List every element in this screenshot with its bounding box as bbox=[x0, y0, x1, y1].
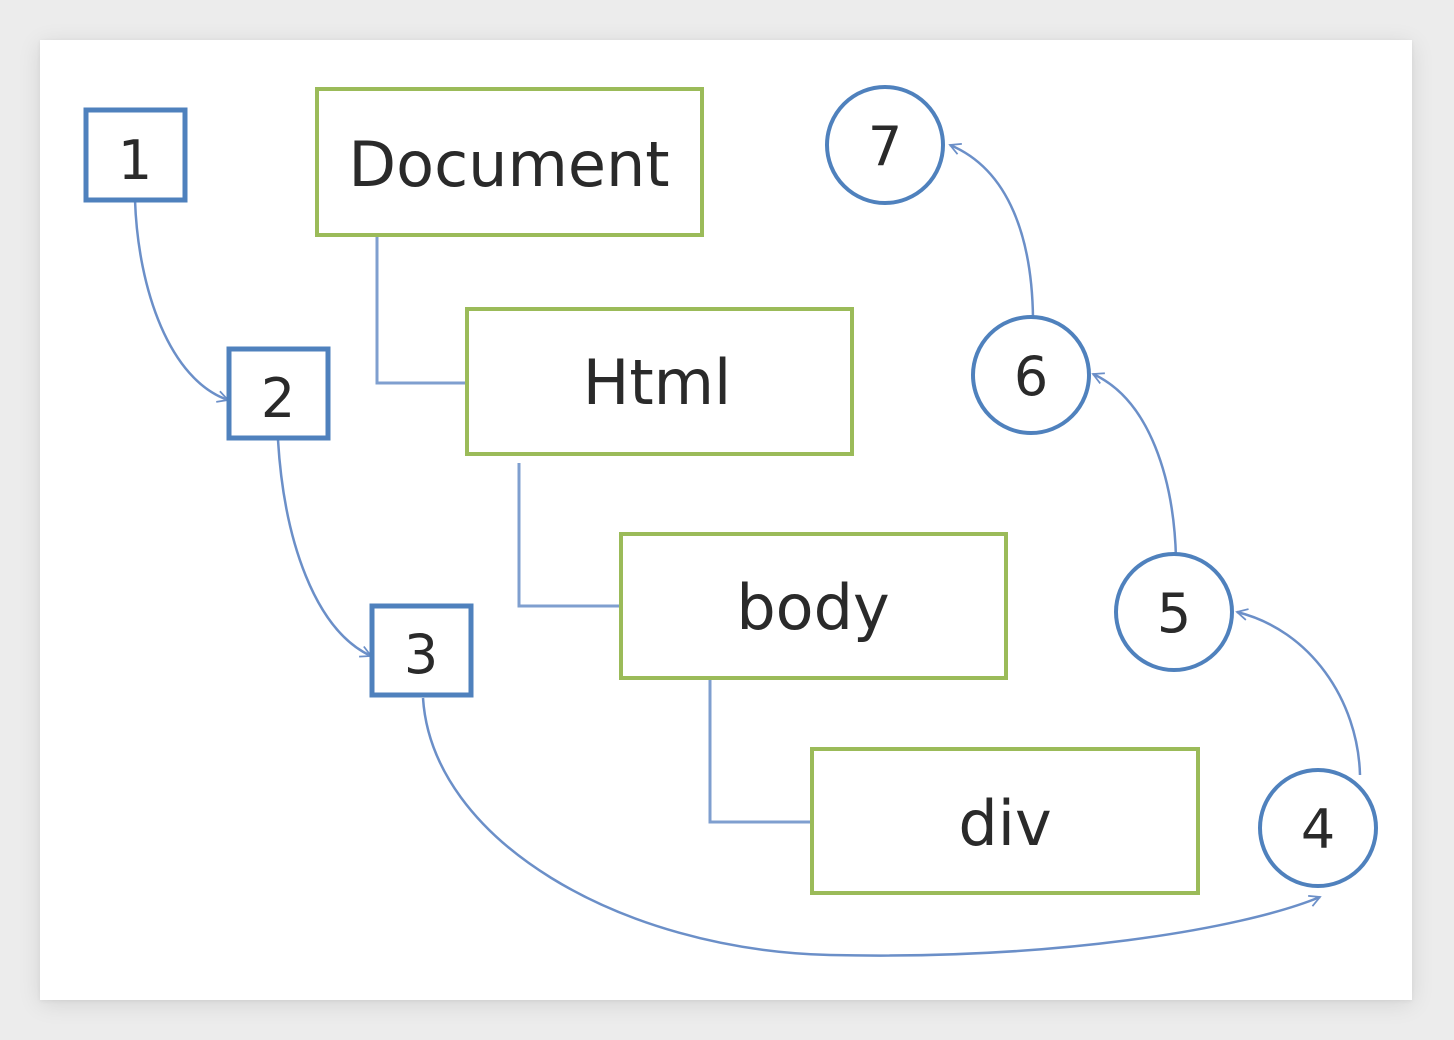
tree-node-body: body bbox=[619, 532, 1008, 680]
bubble-step-4-label: 4 bbox=[1301, 798, 1335, 861]
arrow-2-to-3 bbox=[276, 439, 373, 658]
bubble-step-5: 5 bbox=[1114, 552, 1234, 672]
bubble-step-7: 7 bbox=[825, 85, 945, 205]
connector-body-div bbox=[708, 678, 812, 824]
tree-node-html: Html bbox=[465, 307, 854, 456]
bubble-step-6: 6 bbox=[971, 315, 1091, 435]
arrow-4-to-5 bbox=[1235, 608, 1362, 776]
bubble-step-7-label: 7 bbox=[868, 115, 902, 178]
bubble-arrows bbox=[948, 143, 1362, 776]
capture-step-3-label: 3 bbox=[404, 623, 438, 686]
capture-step-3: 3 bbox=[369, 603, 474, 698]
connector-html-body bbox=[517, 463, 621, 608]
tree-node-div: div bbox=[810, 747, 1200, 895]
capture-step-2: 2 bbox=[226, 346, 331, 441]
tree-node-div-label: div bbox=[958, 787, 1051, 860]
tree-node-body-label: body bbox=[736, 571, 889, 644]
capture-step-1: 1 bbox=[83, 107, 188, 203]
arrow-6-to-7 bbox=[948, 143, 1035, 319]
capture-step-2-label: 2 bbox=[261, 367, 295, 430]
tree-connectors bbox=[375, 235, 812, 824]
bubble-step-5-label: 5 bbox=[1157, 582, 1191, 645]
arrow-5-to-6 bbox=[1091, 372, 1178, 559]
arrow-1-to-2 bbox=[133, 199, 230, 403]
tree-node-document: Document bbox=[315, 87, 704, 237]
capture-arrows bbox=[133, 199, 1322, 957]
bubble-step-6-label: 6 bbox=[1014, 345, 1048, 408]
bubble-step-4: 4 bbox=[1258, 768, 1378, 888]
capture-step-1-label: 1 bbox=[118, 129, 152, 192]
tree-node-document-label: Document bbox=[348, 128, 669, 201]
arrow-3-to-4 bbox=[421, 697, 1322, 957]
tree-node-html-label: Html bbox=[583, 346, 732, 419]
connector-document-html bbox=[375, 235, 467, 385]
